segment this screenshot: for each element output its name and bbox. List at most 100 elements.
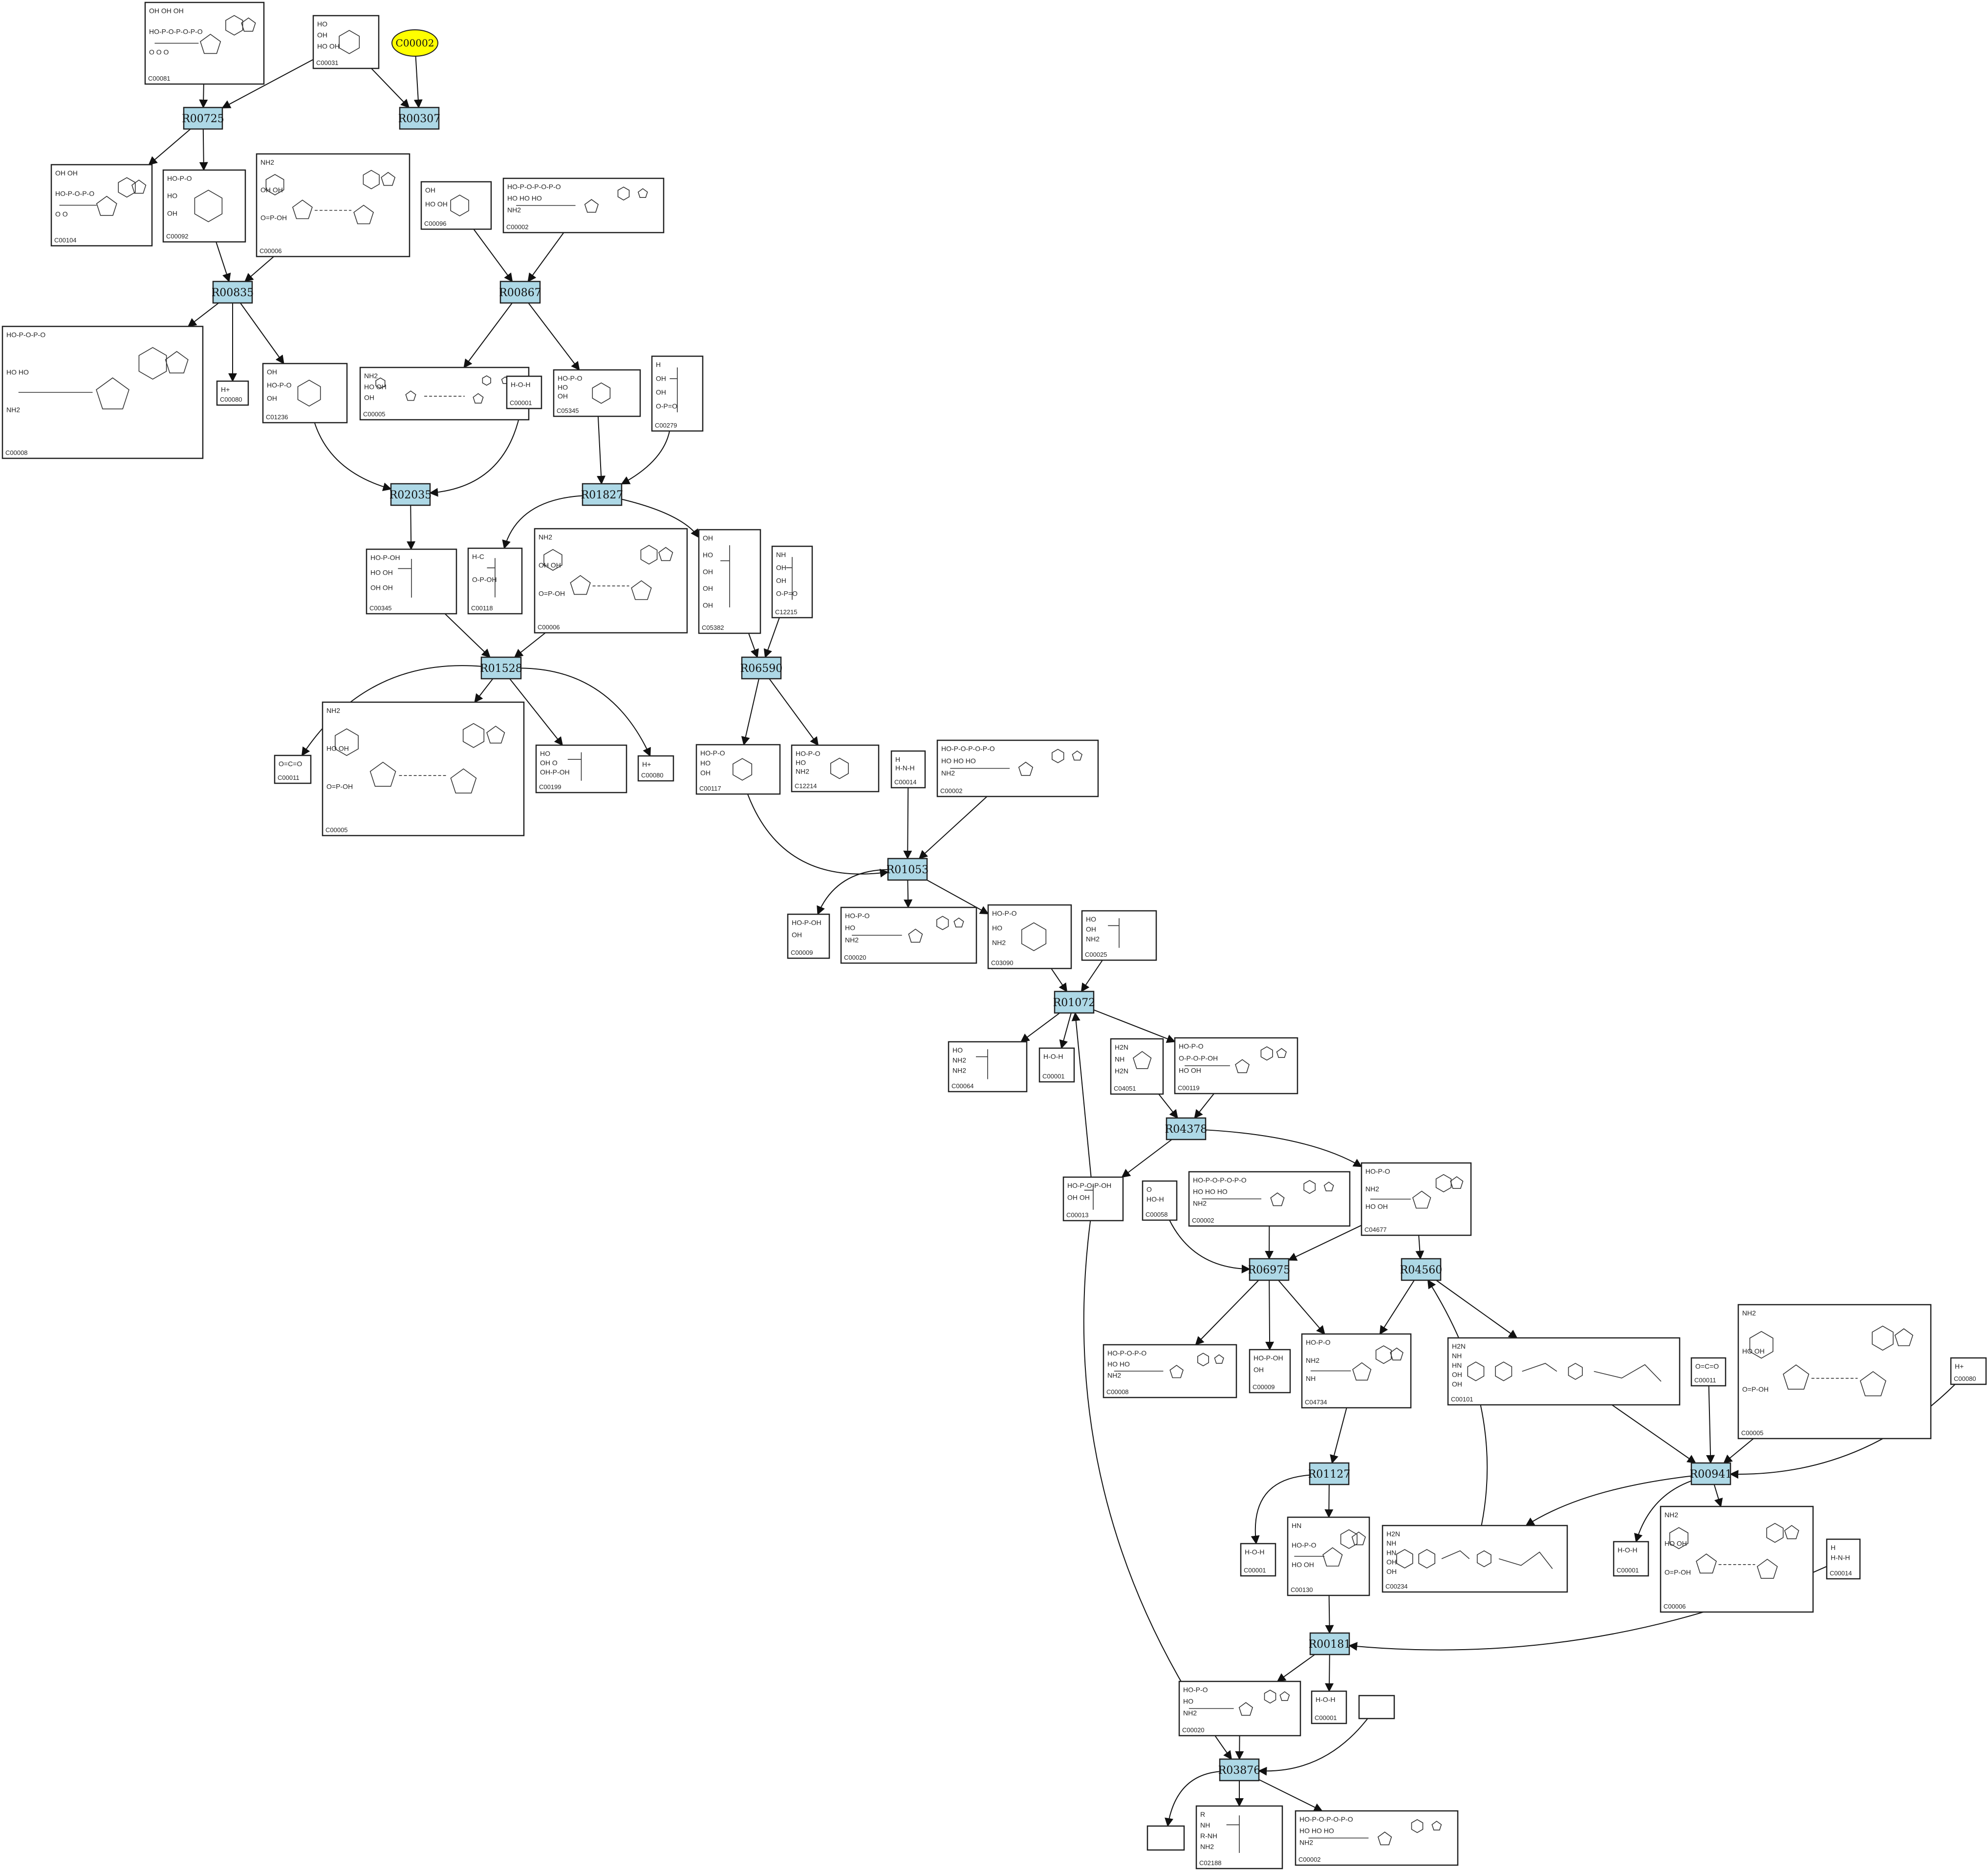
reaction-box[interactable] xyxy=(1401,1258,1442,1281)
compound-box[interactable] xyxy=(1142,1180,1178,1221)
reaction-box[interactable] xyxy=(887,858,928,881)
reaction-node[interactable]: R00835 xyxy=(212,280,254,304)
reaction-box[interactable] xyxy=(1166,1117,1207,1140)
reaction-box[interactable] xyxy=(1309,1632,1350,1656)
compound-box[interactable] xyxy=(274,754,312,784)
compound-box[interactable] xyxy=(420,181,492,230)
reaction-box[interactable] xyxy=(1690,1462,1731,1485)
compound-box[interactable] xyxy=(1613,1541,1649,1577)
compound-box[interactable] xyxy=(359,366,530,421)
compound-node[interactable]: H+C00080 xyxy=(216,380,249,406)
reaction-node[interactable]: R03876 xyxy=(1218,1758,1261,1782)
compound-node[interactable]: H+C00080 xyxy=(637,755,674,782)
highlight-node[interactable] xyxy=(391,29,438,57)
reaction-node[interactable]: R01528 xyxy=(480,656,522,680)
compound-box[interactable] xyxy=(256,153,411,258)
reaction-box[interactable] xyxy=(1249,1258,1290,1281)
reaction-box[interactable] xyxy=(499,280,541,304)
reaction-node[interactable]: R00307 xyxy=(398,107,441,130)
reaction-node[interactable]: R01827 xyxy=(581,483,624,506)
compound-box[interactable] xyxy=(1038,1047,1075,1083)
compound-box[interactable] xyxy=(534,528,688,634)
reaction-box[interactable] xyxy=(183,107,223,130)
reaction-box[interactable] xyxy=(390,483,431,506)
compound-box[interactable] xyxy=(1950,1357,1987,1385)
reaction-node[interactable]: R04378 xyxy=(1165,1117,1208,1140)
compound-box[interactable] xyxy=(1311,1690,1347,1724)
reaction-box[interactable] xyxy=(212,280,253,304)
compound-box[interactable] xyxy=(890,750,926,789)
reaction-box[interactable] xyxy=(480,656,522,680)
compound-box[interactable] xyxy=(312,15,380,69)
reaction-node[interactable]: R00181 xyxy=(1309,1632,1351,1656)
compound-box[interactable] xyxy=(506,375,542,409)
reaction-node[interactable]: R01127 xyxy=(1308,1462,1351,1485)
reaction-node[interactable]: R01053 xyxy=(886,858,929,881)
reaction-node[interactable]: R00725 xyxy=(182,107,224,130)
compound-box[interactable] xyxy=(695,744,781,795)
compound-box[interactable] xyxy=(791,744,880,793)
reaction-box[interactable] xyxy=(1219,1758,1260,1782)
compound-box[interactable] xyxy=(1690,1357,1727,1387)
reaction-node[interactable]: R02035 xyxy=(389,483,432,506)
compound-node[interactable]: H+C00080 xyxy=(1950,1357,1987,1385)
compound-box[interactable] xyxy=(1826,1538,1861,1580)
reaction-box[interactable] xyxy=(1309,1462,1350,1485)
compound-box[interactable] xyxy=(216,380,249,406)
compound-box[interactable] xyxy=(1660,1505,1814,1613)
compound-box[interactable] xyxy=(1249,1349,1291,1394)
compound-box[interactable] xyxy=(262,363,348,424)
reaction-node[interactable]: R00867 xyxy=(499,280,541,304)
compound-box[interactable] xyxy=(1240,1543,1276,1577)
reaction-node[interactable]: R06975 xyxy=(1248,1258,1291,1281)
compound-box[interactable] xyxy=(1447,1337,1681,1406)
reaction-node[interactable]: R01072 xyxy=(1053,990,1096,1014)
compound-box[interactable] xyxy=(1110,1038,1164,1095)
compound-box[interactable] xyxy=(987,904,1072,969)
compound-box[interactable] xyxy=(1737,1304,1932,1440)
compound-node[interactable] xyxy=(1146,1825,1185,1851)
compound-box[interactable] xyxy=(1146,1825,1185,1851)
